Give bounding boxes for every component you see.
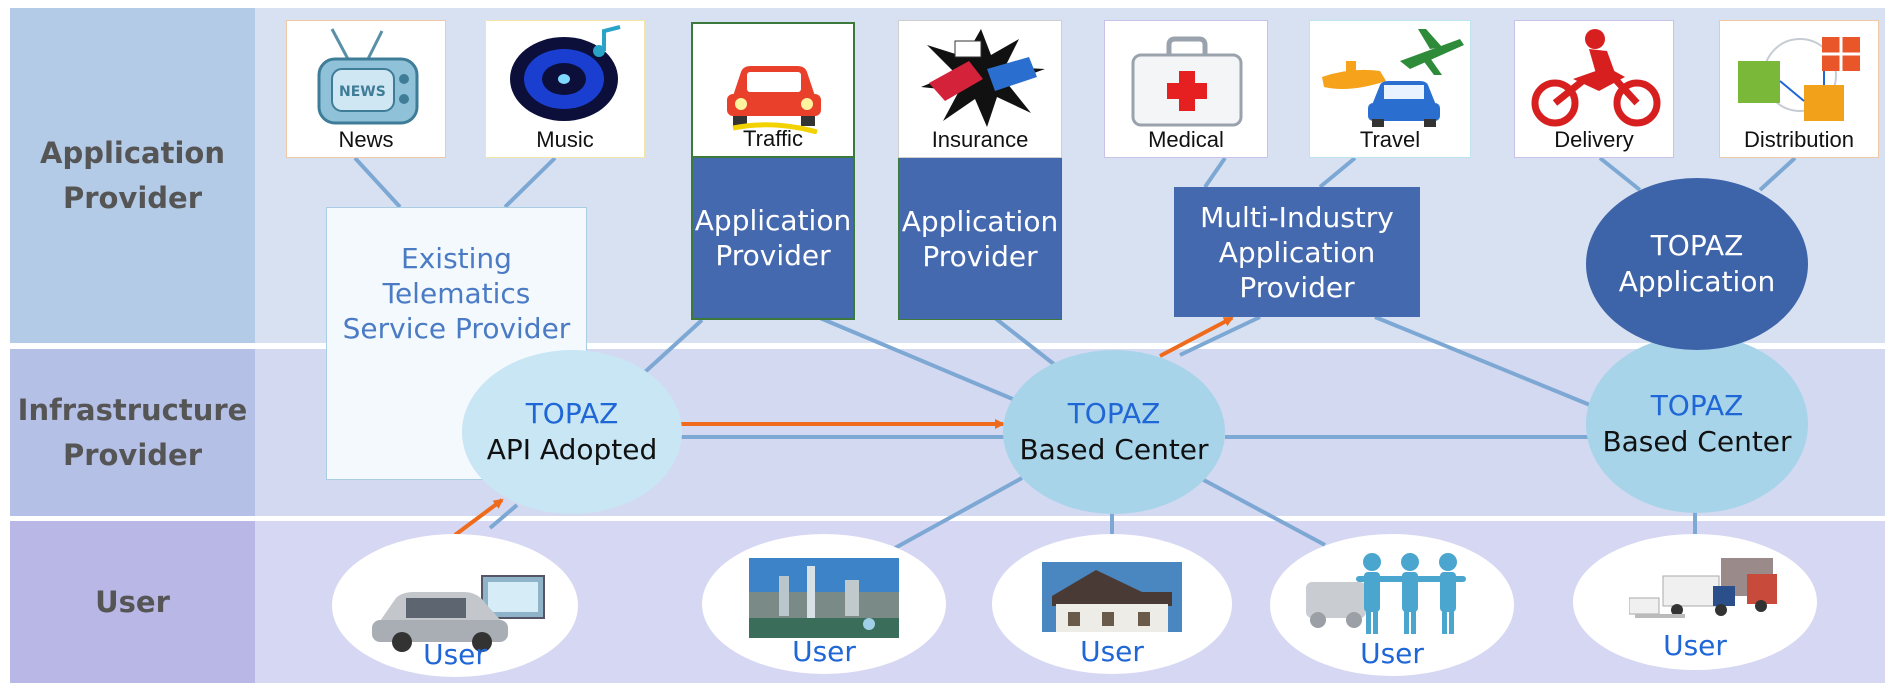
app-card-traffic[interactable]: Traffic [691,22,855,158]
user-node-house[interactable]: User [992,534,1232,674]
link-center1-user4 [1199,476,1326,547]
link-api-user1 [488,503,519,530]
app-label: Distribution [1743,127,1855,152]
first-aid-kit-icon [1131,36,1243,127]
packages-icon [1738,37,1860,121]
app-card-travel[interactable]: Travel [1309,20,1471,158]
travel-icon [1322,29,1464,127]
people-icon [1306,553,1466,634]
link-app1-center1 [819,316,1016,402]
arrow-user-to-api [453,498,504,537]
user-label: User [423,638,487,671]
link-delivery [1598,156,1642,192]
app-label: Traffic [743,126,803,151]
link-api-app1 [643,318,704,374]
topaz-label: TOPAZ [1067,396,1161,430]
user-label: User [1663,629,1727,662]
provider-text-line: Telematics [382,277,531,310]
car-computer-icon [372,575,545,652]
user-node-city[interactable]: User [702,534,946,674]
band-label-user: User [10,521,255,683]
topaz-based-center-middle[interactable]: TOPAZ Based Center [1003,350,1225,514]
user-label: User [1360,637,1424,670]
link-multi-center1 [1179,315,1261,357]
user-node-people[interactable]: User [1270,534,1514,676]
user-label: User [792,635,856,668]
car-icon [727,66,821,134]
provider-text-line: Service Provider [342,312,571,345]
link-distribution [1758,156,1797,192]
app-label: Travel [1359,127,1421,152]
provider-text-line: Provider [715,239,831,272]
svg-text:NEWS: NEWS [339,84,386,100]
city-icon [749,558,899,638]
music-disc-icon [510,25,621,121]
center-label: API Adopted [486,433,658,466]
motorcycle-icon [1531,29,1661,127]
link-news [353,156,402,209]
topaz-label: TOPAZ [525,396,619,430]
app-label: News [338,127,394,152]
center-label: Based Center [1019,433,1209,466]
provider-text-line: Application [901,204,1059,238]
app-label: Medical [1148,127,1224,152]
app-card-music[interactable]: Music [485,20,645,158]
trucks-icon [1629,558,1777,618]
band-user [10,521,1885,683]
arrow-center-to-multi [1159,316,1234,358]
user-node-car[interactable]: User [332,534,578,677]
topaz-api-adopted[interactable]: TOPAZ API Adopted [462,350,682,514]
provider-text-line: Existing [401,242,512,275]
app-label: Delivery [1554,127,1634,152]
topaz-based-center-right[interactable]: TOPAZ Based Center [1586,335,1808,513]
app-label: Music [536,127,594,152]
app-label: Insurance [931,127,1029,152]
tv-news-icon: NEWS [317,28,419,125]
topaz-app-line: TOPAZ [1650,228,1744,262]
car-crash-icon [921,29,1045,127]
house-icon [1042,562,1182,632]
topaz-app-line: Application [1618,265,1776,298]
link-music [503,156,557,209]
provider-text-line: Provider [1239,270,1355,304]
provider-text-line: Application [694,204,852,237]
app-card-distribution[interactable]: Distribution [1719,20,1879,158]
user-node-trucks[interactable]: User [1573,534,1817,670]
link-medical [1203,156,1227,189]
provider-text-line: Application [1218,235,1376,269]
app-card-medical[interactable]: Medical [1104,20,1268,158]
app-card-news[interactable]: NEWS News [286,20,446,158]
topaz-application[interactable]: TOPAZ Application [1586,178,1808,350]
app-card-insurance[interactable]: Insurance [898,20,1062,158]
link-center1-user2 [894,476,1023,550]
existing-telematics-provider[interactable]: Existing Telematics Service Provider [326,207,587,480]
topaz-label: TOPAZ [1650,388,1744,422]
provider-text-line: Provider [922,239,1038,273]
link-multi-center2 [1374,315,1591,407]
center-label: Based Center [1602,425,1792,458]
link-app2-center1 [993,316,1057,367]
band-infrastructure [10,349,1885,516]
link-travel [1318,156,1357,189]
app-card-delivery[interactable]: Delivery [1514,20,1674,158]
provider-text-line: Multi-Industry [1200,200,1394,234]
user-label: User [1080,635,1144,668]
